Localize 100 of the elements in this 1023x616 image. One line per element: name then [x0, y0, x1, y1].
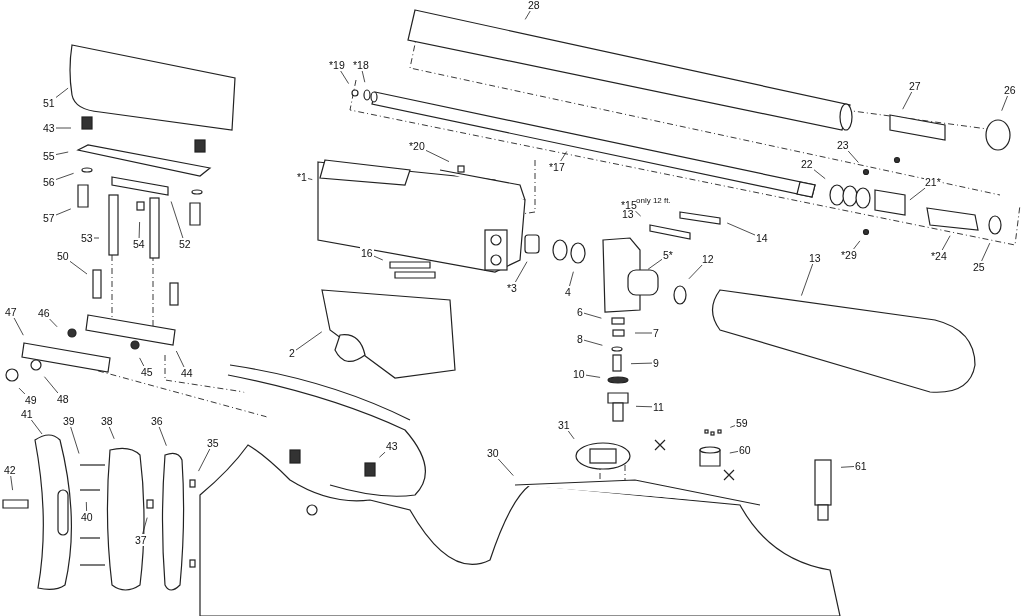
callout-number: 6	[576, 306, 584, 318]
leader-line	[635, 405, 653, 408]
callout-number: 55	[42, 150, 56, 162]
callout-number: 25	[972, 261, 986, 273]
leader-line	[630, 362, 653, 365]
leader-line	[139, 357, 145, 367]
callout-number: 31	[557, 419, 571, 431]
callout-number: 51	[42, 97, 56, 109]
leader-line	[10, 475, 13, 491]
leader-line	[729, 451, 739, 454]
callout-number: 27	[908, 80, 922, 92]
leader-line	[93, 237, 100, 239]
callout-number: 42	[3, 464, 17, 476]
callout-number: 35	[206, 437, 220, 449]
callout-number: 49	[24, 394, 38, 406]
callout-number: 43	[42, 122, 56, 134]
leader-line	[583, 339, 603, 346]
leader-line	[295, 331, 323, 351]
leader-line	[138, 221, 140, 239]
leader-line	[18, 387, 26, 395]
leader-line	[688, 264, 703, 280]
leader-line	[142, 517, 148, 535]
leader-line	[373, 255, 384, 261]
callout-number: 60	[738, 444, 752, 456]
callout-number: 39	[62, 415, 76, 427]
leader-line	[853, 240, 861, 250]
callout-number: 8	[576, 333, 584, 345]
callout-number: 28	[527, 0, 541, 11]
callout-number: 47	[4, 306, 18, 318]
callout-number: 26	[1003, 84, 1017, 96]
callout-number: 59	[735, 417, 749, 429]
leader-line	[902, 91, 913, 110]
callout-number: 38	[100, 415, 114, 427]
callout-number: 13	[622, 210, 634, 219]
leader-line	[49, 318, 58, 328]
leader-line	[55, 151, 69, 155]
leader-line	[840, 466, 855, 468]
callout-number: 23	[836, 139, 850, 151]
callout-number: 2	[288, 347, 296, 359]
leader-line	[175, 350, 185, 368]
leader-line	[198, 448, 211, 472]
leader-line	[55, 87, 69, 99]
leader-line	[70, 426, 80, 454]
note-text: only 12 ft.	[636, 196, 671, 205]
leader-line	[569, 271, 574, 287]
leader-line	[425, 149, 450, 162]
leader-line	[941, 235, 951, 251]
callout-number: 36	[150, 415, 164, 427]
leader-line	[13, 317, 24, 336]
leader-line	[585, 374, 601, 378]
leader-line	[340, 70, 349, 84]
callout-number: 45	[140, 366, 154, 378]
leader-line	[170, 201, 184, 239]
leader-line	[981, 242, 991, 262]
callout-number: 11	[652, 401, 665, 413]
leader-line	[44, 376, 59, 394]
callout-number: 54	[132, 238, 146, 250]
callout-number: 56	[42, 176, 56, 188]
callout-number: *20	[408, 140, 426, 152]
leader-line	[307, 178, 313, 180]
leader-line	[583, 312, 602, 319]
leader-line	[813, 169, 826, 180]
callout-number: 30	[486, 447, 500, 459]
callout-number: *17	[548, 161, 566, 173]
leader-line	[729, 425, 736, 428]
callout-number: 43	[385, 440, 399, 452]
callout-number: 48	[56, 393, 70, 405]
leader-line	[361, 70, 366, 83]
callout-number: 53	[80, 232, 94, 244]
callout-number: 61	[854, 460, 868, 472]
callout-number: 37	[134, 534, 148, 546]
leader-line	[1001, 95, 1008, 112]
callout-number: 46	[37, 307, 51, 319]
leader-line	[567, 430, 575, 440]
callout-number: *19	[328, 59, 346, 71]
leader-line	[55, 172, 74, 180]
callout-number: *29	[840, 249, 858, 261]
callout-number: 10	[572, 368, 586, 380]
leader-line	[647, 258, 663, 270]
callout-number: 57	[42, 212, 56, 224]
leader-line	[515, 261, 528, 283]
leader-line	[55, 208, 72, 216]
leader-line	[55, 127, 72, 129]
leader-line	[726, 222, 756, 236]
callout-number: 13	[808, 252, 822, 264]
callout-number: 16	[360, 247, 374, 259]
leader-line	[560, 151, 568, 162]
leader-line	[497, 458, 514, 476]
callout-number: *24	[930, 250, 948, 262]
callout-number: *18	[352, 59, 370, 71]
leader-line	[847, 150, 859, 163]
callout-number: 12	[701, 253, 715, 265]
callout-number: 22	[800, 158, 814, 170]
leader-line	[524, 10, 531, 20]
callout-number: 41	[20, 408, 34, 420]
leader-line	[634, 210, 642, 217]
callout-number: 40	[80, 511, 94, 523]
callout-number: *1	[296, 171, 308, 183]
leader-line	[801, 263, 814, 296]
leader-line	[69, 260, 88, 275]
